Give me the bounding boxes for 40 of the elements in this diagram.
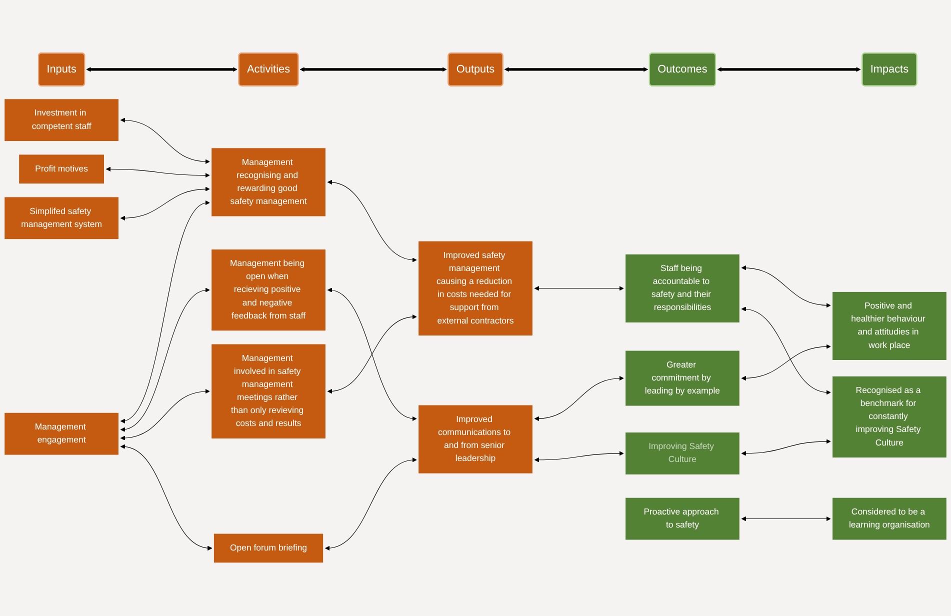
node-box: Management recognising and rewarding good safety management [211, 148, 326, 217]
node-box: Management being open when recieving positive and negative feedback from staff [211, 248, 326, 332]
node-box: Recognised as a benchmark for constantly improving Safety Culture [832, 376, 947, 458]
node-box: Investment in competent staff [4, 98, 120, 142]
arrow [327, 180, 417, 262]
arrow [106, 166, 210, 178]
node-box: Simplifed safety management system [4, 196, 120, 240]
arrow [120, 288, 210, 432]
arrow [327, 288, 417, 420]
node-box: Profit motives [18, 154, 105, 184]
node-box: Open forum briefing [213, 533, 324, 564]
arrow [325, 458, 417, 550]
arrow [717, 67, 861, 72]
node-box: Positive and healthier behaviour and attitudies in work place [832, 291, 947, 361]
arrow [534, 451, 624, 462]
node-box: Considered to be a learning organisation [832, 497, 947, 540]
arrow [741, 516, 831, 522]
arrow [741, 307, 831, 394]
node-box: Management engagement [4, 412, 120, 456]
arrow [120, 444, 212, 550]
arrow [86, 67, 238, 72]
arrow [327, 314, 417, 394]
node-box: Improved safety management causing a reduction in costs needed for support from external contractors [418, 240, 533, 336]
node-box: Improved communications to and from senior leadership [418, 404, 533, 474]
arrow [741, 266, 831, 308]
node-box: Management involved in safety management meetings rather than only revieving costs and results [211, 344, 326, 439]
arrow [534, 286, 624, 291]
arrow [741, 439, 831, 456]
node-box: Proactive approach to safety [625, 497, 740, 540]
node-box: Improving Safety Culture [625, 432, 740, 475]
node-box: Staff being accountable to safety and their responsibilities [625, 254, 740, 323]
arrow [741, 344, 831, 380]
node-box: Greater commitment by leading by example [625, 350, 740, 406]
arrow [300, 67, 447, 72]
arrow [120, 201, 210, 422]
arrow [120, 186, 210, 220]
arrow [534, 376, 624, 421]
arrow [120, 389, 210, 440]
arrow [504, 67, 648, 72]
arrow [120, 118, 210, 164]
